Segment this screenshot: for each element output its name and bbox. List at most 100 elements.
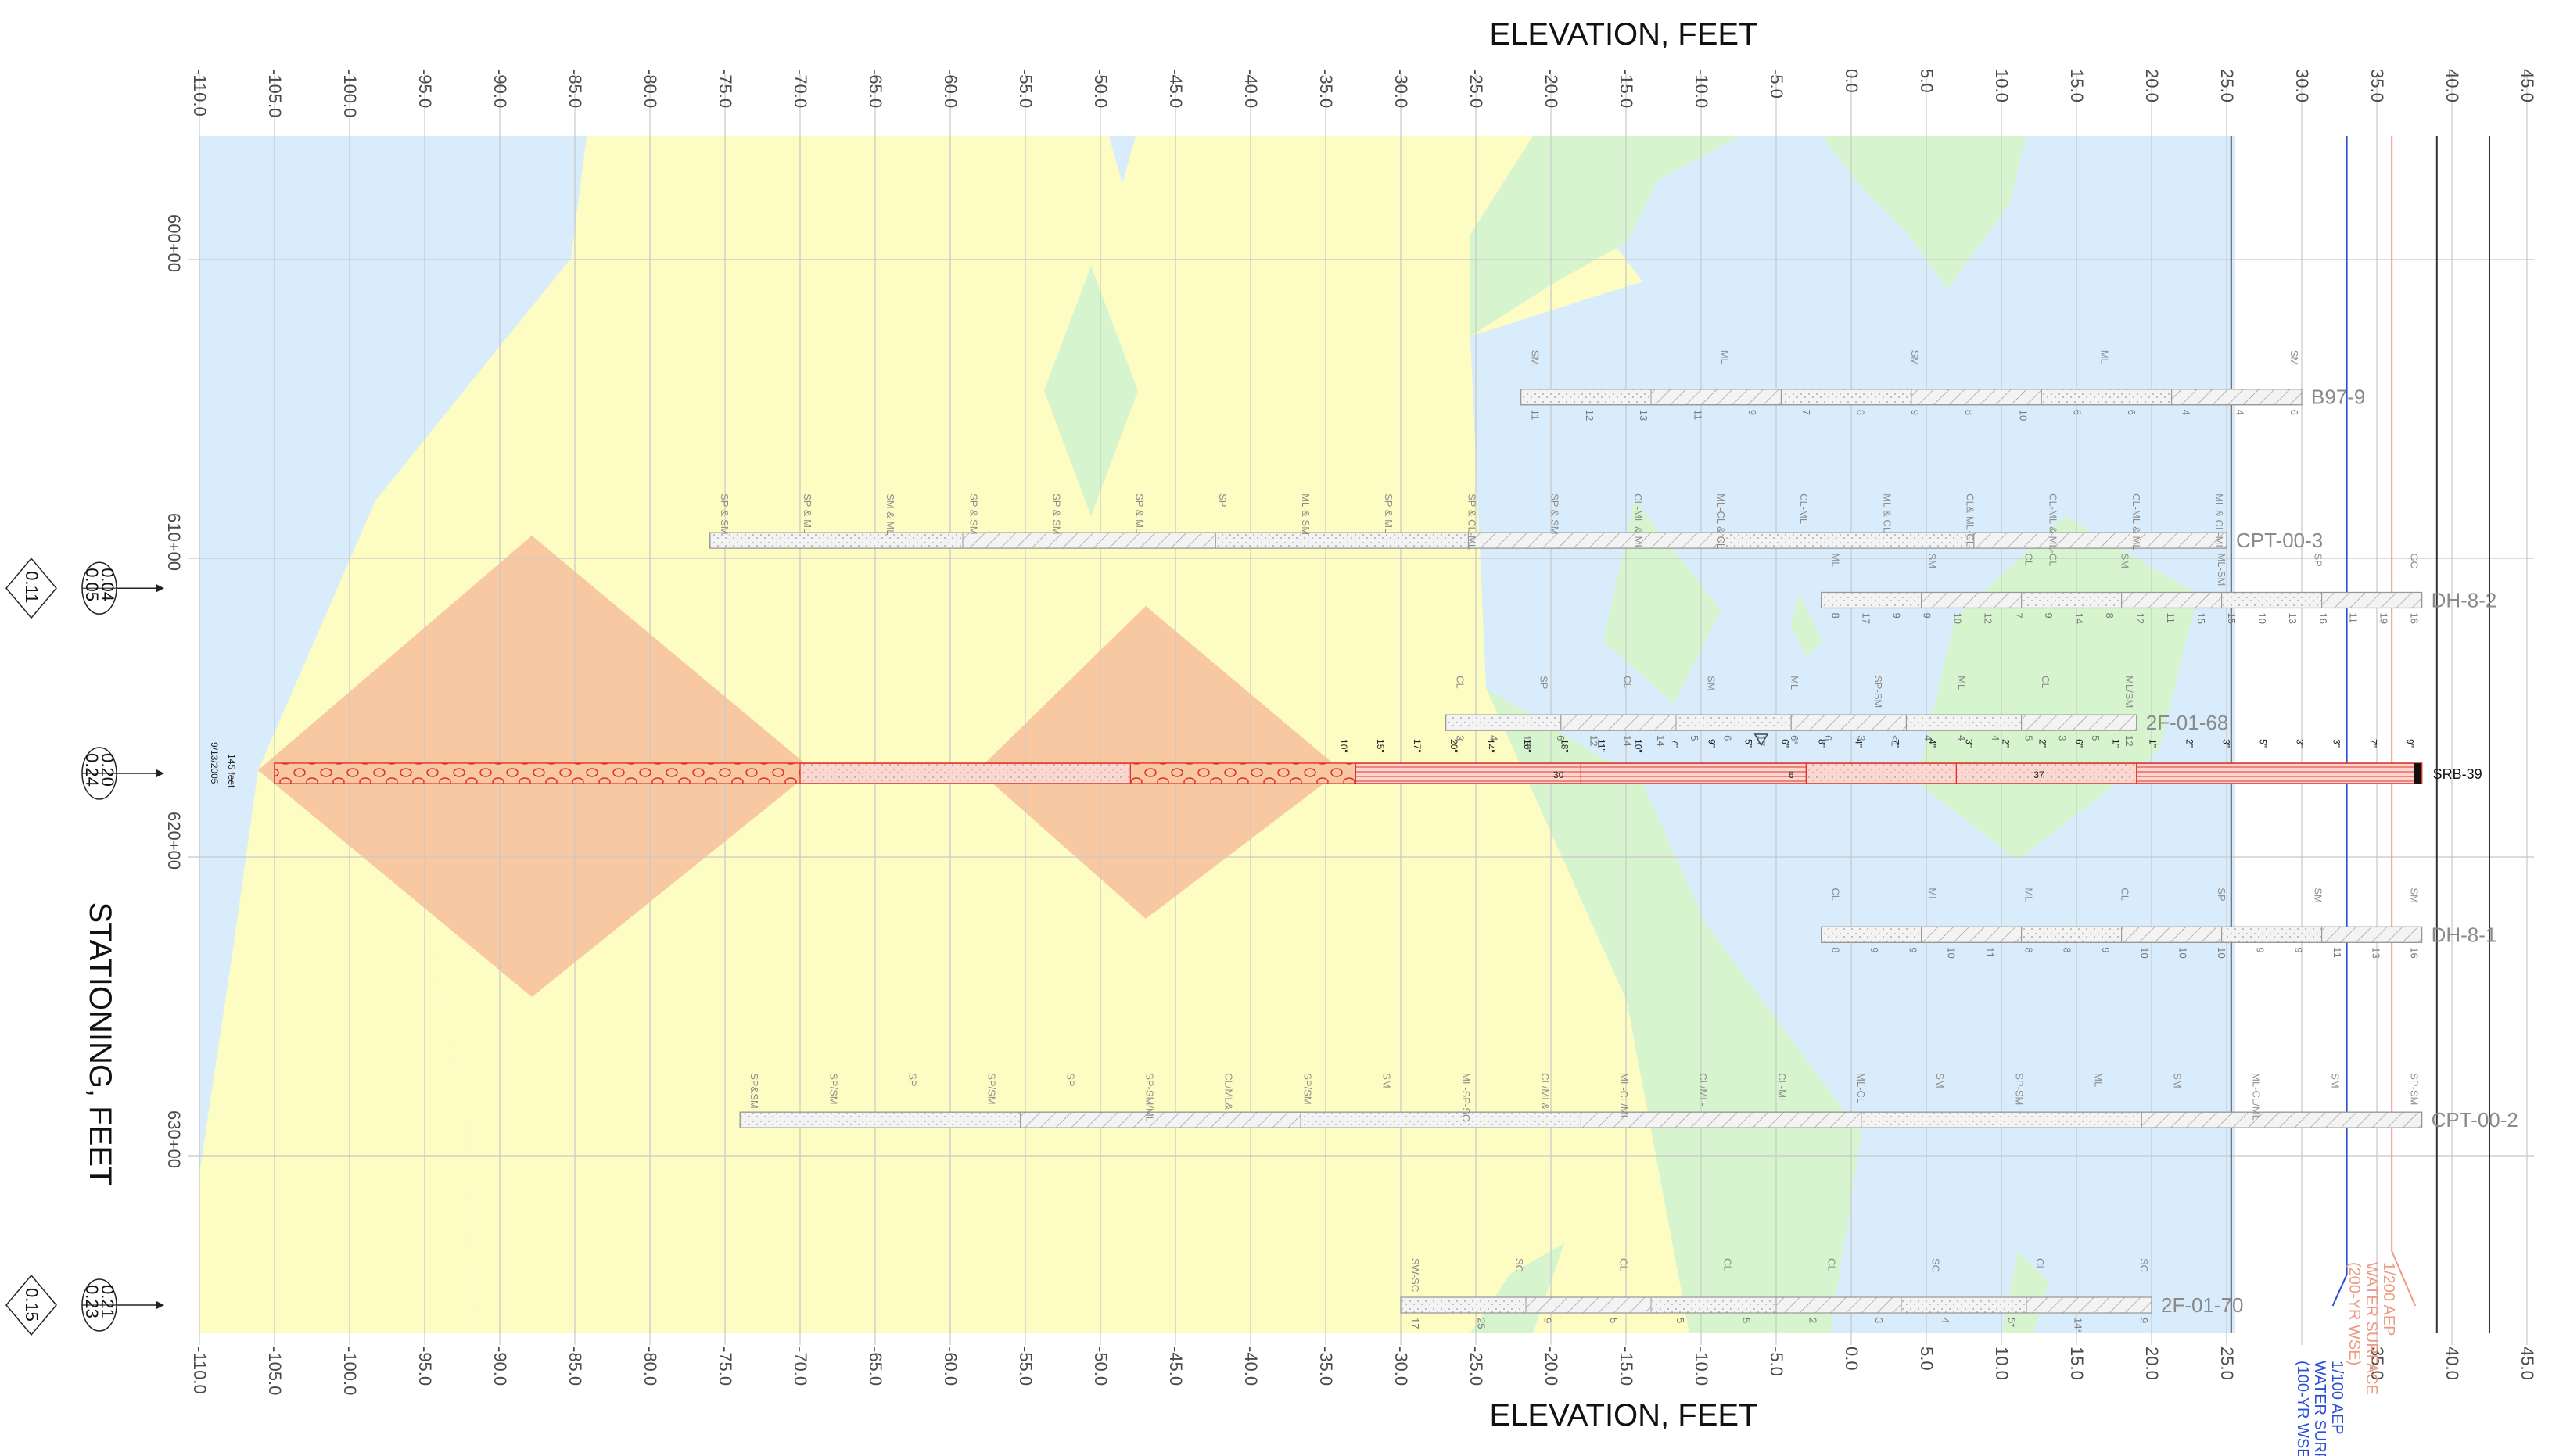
water-surface-label: 1/100 AEP (2328, 1361, 2346, 1435)
boring-soil-type: ML (2098, 350, 2110, 364)
boring-segment (1861, 1111, 2142, 1128)
water-surface-label: 1/200 AEP (2380, 1262, 2397, 1336)
boring-soil-type: CL (2034, 1258, 2046, 1271)
boring-blowcount: 4" (1926, 739, 1937, 748)
boring-soil-type: ML/SM (2123, 676, 2135, 708)
boring-soil-type: CL/ML& (1539, 1073, 1551, 1110)
boring-segment (1955, 762, 2137, 784)
boring-soil-type: CL-ML & ML (1632, 493, 1644, 550)
elevation-tick-label-bottom: -65.0 (866, 1347, 885, 1386)
boring-soil-type: CL-ML & ML (2130, 493, 2142, 550)
boring-nvalue: 9 (1907, 947, 1918, 952)
boring-label: CPT-00-2 (2432, 1108, 2518, 1131)
elevation-tick-label-bottom: -25.0 (1466, 1347, 1486, 1386)
elevation-tick-label-top: 10.0 (1992, 69, 2012, 102)
station-tick-label: 620+00 (164, 812, 184, 870)
boring-segment (2221, 926, 2323, 943)
boring-soil-type: ML (1926, 888, 1938, 902)
boring-soil-type: SM (1530, 350, 1542, 366)
boring-nvalue: 5 (1741, 1318, 1753, 1323)
boring-segment (1911, 389, 2042, 406)
elevation-tick-label-top: 30.0 (2292, 69, 2312, 102)
elevation-tick-label-bottom: -40.0 (1241, 1347, 1261, 1386)
boring-nvalue: 9 (1921, 612, 1933, 618)
boring-soil-type: SM (2288, 350, 2300, 366)
elevation-tick-label-bottom: -30.0 (1391, 1347, 1411, 1386)
boring-label: 2F-01-70 (2161, 1293, 2244, 1317)
boring-nvalue: 7 (1800, 410, 1812, 415)
boring-nvalue: 13 (2287, 612, 2299, 623)
boring-nvalue: 9 (1890, 612, 1902, 618)
boring-soil-type: SC (2138, 1258, 2150, 1272)
boring-nvalue: 25 (1476, 1318, 1488, 1329)
elevation-tick-label-bottom: -110.0 (190, 1347, 210, 1394)
marker-diamond-value: 0.15 (22, 1288, 41, 1322)
elevation-tick-label-bottom: -75.0 (716, 1347, 735, 1386)
blue-notch (1109, 136, 1136, 184)
elevation-tick-label-bottom: -85.0 (565, 1347, 585, 1386)
elevation-tick-label-top: 15.0 (2067, 69, 2087, 102)
boring-nvalue: 4 (1488, 735, 1499, 741)
boring-segment (1580, 762, 1807, 784)
boring-soil-type: SC (1930, 1258, 1942, 1272)
boring-soil-type: ML (1830, 553, 1842, 567)
boring-segment (1821, 926, 1922, 943)
boring-segment (1400, 1296, 1527, 1314)
elevation-tick-label-bottom: -45.0 (1166, 1347, 1186, 1386)
marker-diamond (5, 1274, 57, 1336)
boring-segment (962, 532, 1216, 549)
boring-soil-type: SM (1934, 1073, 1946, 1088)
boring-nvalue: 9 (2293, 947, 2305, 952)
boring-label: DH-8-2 (2432, 588, 2497, 611)
boring-soil-type: SM (2330, 1073, 2342, 1088)
boring-soil-type: SP & ML (1134, 493, 1146, 533)
boring-nvalue: 4 (1956, 735, 1968, 741)
boring-soil-type: SP & SM (967, 493, 979, 535)
blue-zone-top-left (199, 136, 587, 899)
boring-nvalue: 4 (2234, 410, 2246, 415)
boring-soil-type: SM (2171, 1073, 2183, 1088)
boring-soil-type: SP-SM/ML (1144, 1073, 1156, 1122)
boring-soil-type: SM (1926, 553, 1938, 568)
boring-soil-type: ML (2023, 888, 2034, 902)
boring-soil-type: CL (1621, 676, 1633, 689)
boring-nvalue: 8 (2023, 947, 2034, 952)
boring-soil-type: CL-ML (1798, 493, 1810, 524)
elevation-tick-label-bottom: 40.0 (2443, 1347, 2462, 1380)
water-surface-label: (200-YR WSE) (2346, 1262, 2363, 1365)
elevation-tick-label-top: 40.0 (2443, 69, 2462, 102)
boring-nvalue: 19 (2378, 612, 2390, 623)
boring-soil-type: SP/SM (985, 1073, 997, 1104)
elevation-tick-label-bottom: -5.0 (1767, 1347, 1786, 1376)
station-tick-label: 600+00 (164, 214, 184, 272)
water-surface-200yr-line (2391, 136, 2417, 1307)
boring-soil-type: SP (906, 1073, 918, 1086)
green-zone-4 (1603, 500, 1721, 704)
boring-soil-type: ML-CL (1855, 1073, 1867, 1103)
elevation-tick-label-top: -80.0 (641, 69, 660, 108)
boring-nvalue: 11 (2348, 612, 2360, 623)
elevation-tick-label-top: 45.0 (2518, 69, 2537, 102)
boring-nvalue: 14* (2072, 1318, 2084, 1333)
marker-lower-value: 0.24 (82, 753, 102, 787)
boring-soil-type: ML (1719, 350, 1731, 364)
boring-nvalue: 12 (2123, 735, 2135, 746)
boring-nvalue: 6 (1722, 735, 1734, 741)
boring-nvalue: 10 (1946, 947, 1958, 958)
boring-nvalue: 5 (1674, 1318, 1686, 1323)
boring-soil-type: CL/ML& (1223, 1073, 1235, 1110)
boring-blowcount: 4" (1853, 739, 1864, 748)
boring-nvalue: 9 (1868, 947, 1880, 952)
boring-nvalue: 10 (1951, 612, 1963, 623)
boring-segment (274, 762, 801, 784)
boring-soil-type: SP & ML (802, 493, 813, 533)
boring-segment (1300, 1111, 1581, 1128)
boring-nvalue: 30 (1553, 769, 1564, 780)
boring-nvalue: 9 (2100, 947, 2112, 952)
boring-segment (799, 762, 1131, 784)
